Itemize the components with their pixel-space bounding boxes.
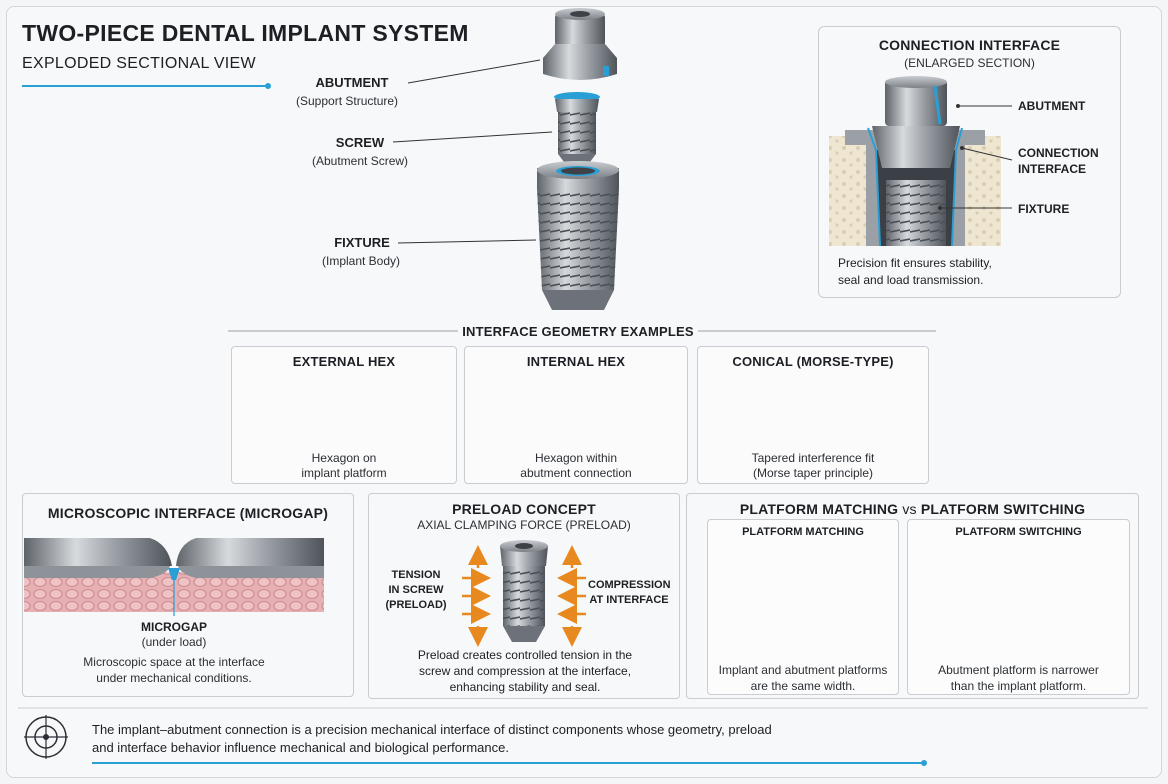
screw-label: SCREW: [335, 135, 385, 150]
screw-illustration: [554, 92, 600, 162]
platform-title-vs: vs: [902, 501, 917, 517]
preload-caption-3: enhancing stability and seal.: [449, 680, 601, 694]
internal-hex-panel: [464, 346, 688, 484]
platform-title-b: PLATFORM SWITCHING: [920, 501, 1086, 517]
page-title: TWO-PIECE DENTAL IMPLANT SYSTEM: [22, 20, 469, 46]
platform-switching-caption-1: Abutment platform is narrower: [938, 663, 1099, 677]
preload-left-label-2: IN SCREW: [388, 584, 444, 596]
preload-left-label-1: TENSION: [391, 569, 441, 581]
conical-title: CONICAL (MORSE-TYPE): [732, 354, 894, 369]
external-hex-title: EXTERNAL HEX: [292, 354, 396, 369]
internal-hex-title: INTERNAL HEX: [526, 354, 626, 369]
microgap-sublabel: (under load): [141, 635, 207, 649]
connection-abutment-label: ABUTMENT: [1018, 99, 1086, 113]
microgap-panel: [22, 493, 354, 697]
platform-matching-caption-2: are the same width.: [750, 679, 856, 693]
fixture-illustration: [537, 161, 619, 310]
internal-hex-caption-1: Hexagon within: [534, 451, 618, 465]
geometry-heading: INTERFACE GEOMETRY EXAMPLES: [462, 324, 694, 339]
connection-section-illustration: [829, 76, 1001, 247]
microgap-caption-1: Microscopic space at the interface: [83, 655, 265, 669]
preload-arrows: [462, 545, 586, 647]
conical-caption-1: Tapered interference fit: [751, 451, 875, 465]
preload-right-label-2: AT INTERFACE: [589, 594, 669, 606]
preload-screw-illustration: [500, 540, 548, 642]
preload-left-label-3: (PRELOAD): [385, 599, 447, 611]
preload-caption-1: Preload creates controlled tension in th…: [417, 648, 633, 662]
abutment-sublabel: (Support Structure): [296, 94, 399, 108]
platform-switching-caption-2: than the implant platform.: [950, 679, 1087, 693]
fixture-label: FIXTURE: [334, 235, 390, 250]
platform-switching-title: PLATFORM SWITCHING: [955, 526, 1082, 538]
internal-hex-caption-2: abutment connection: [520, 466, 632, 480]
platform-title: PLATFORM MATCHING vs PLATFORM SWITCHING: [686, 501, 1139, 517]
external-hex-caption-1: Hexagon on: [311, 451, 377, 465]
target-icon: [24, 715, 68, 759]
connection-caption-2: seal and load transmission.: [838, 273, 984, 287]
preload-right-label-1: COMPRESSION: [588, 579, 671, 591]
preload-subtitle: AXIAL CLAMPING FORCE (PRELOAD): [417, 518, 631, 532]
connection-caption-1: Precision fit ensures stability,: [838, 256, 992, 270]
footer-text-1: The implant–abutment connection is a pre…: [92, 722, 772, 737]
platform-matching-title: PLATFORM MATCHING: [742, 526, 864, 538]
connection-subtitle: (ENLARGED SECTION): [904, 56, 1035, 70]
preload-caption-2: screw and compression at the interface,: [418, 664, 632, 678]
fixture-sublabel: (Implant Body): [322, 254, 401, 268]
external-hex-caption-2: implant platform: [301, 466, 387, 480]
platform-switching-card: [907, 519, 1130, 695]
abutment-label: ABUTMENT: [315, 75, 389, 90]
microgap-caption-2: under mechanical conditions.: [96, 671, 252, 685]
platform-matching-caption-1: Implant and abutment platforms: [718, 663, 888, 677]
connection-interface-panel: [818, 26, 1121, 298]
preload-panel: [368, 493, 680, 699]
abutment-illustration: [543, 8, 617, 80]
microgap-label: MICROGAP: [141, 620, 207, 634]
platform-title-a: PLATFORM MATCHING: [739, 501, 899, 517]
external-hex-panel: [231, 346, 457, 484]
connection-interface-label-1: CONNECTION: [1018, 146, 1099, 160]
preload-title: PRELOAD CONCEPT: [452, 501, 596, 517]
connection-interface-label-2: INTERFACE: [1018, 162, 1087, 176]
connection-title: CONNECTION INTERFACE: [878, 37, 1061, 53]
footer-text-2: and interface behavior influence mechani…: [92, 740, 509, 755]
platform-panel: [686, 493, 1139, 699]
connection-fixture-label: FIXTURE: [1018, 202, 1070, 216]
platform-matching-card: [707, 519, 899, 695]
microgap-title: MICROSCOPIC INTERFACE (MICROGAP): [47, 505, 329, 521]
conical-panel: [697, 346, 929, 484]
page-subtitle: EXPLODED SECTIONAL VIEW: [22, 55, 256, 72]
conical-caption-2: (Morse taper principle): [752, 466, 874, 480]
screw-sublabel: (Abutment Screw): [312, 154, 409, 168]
